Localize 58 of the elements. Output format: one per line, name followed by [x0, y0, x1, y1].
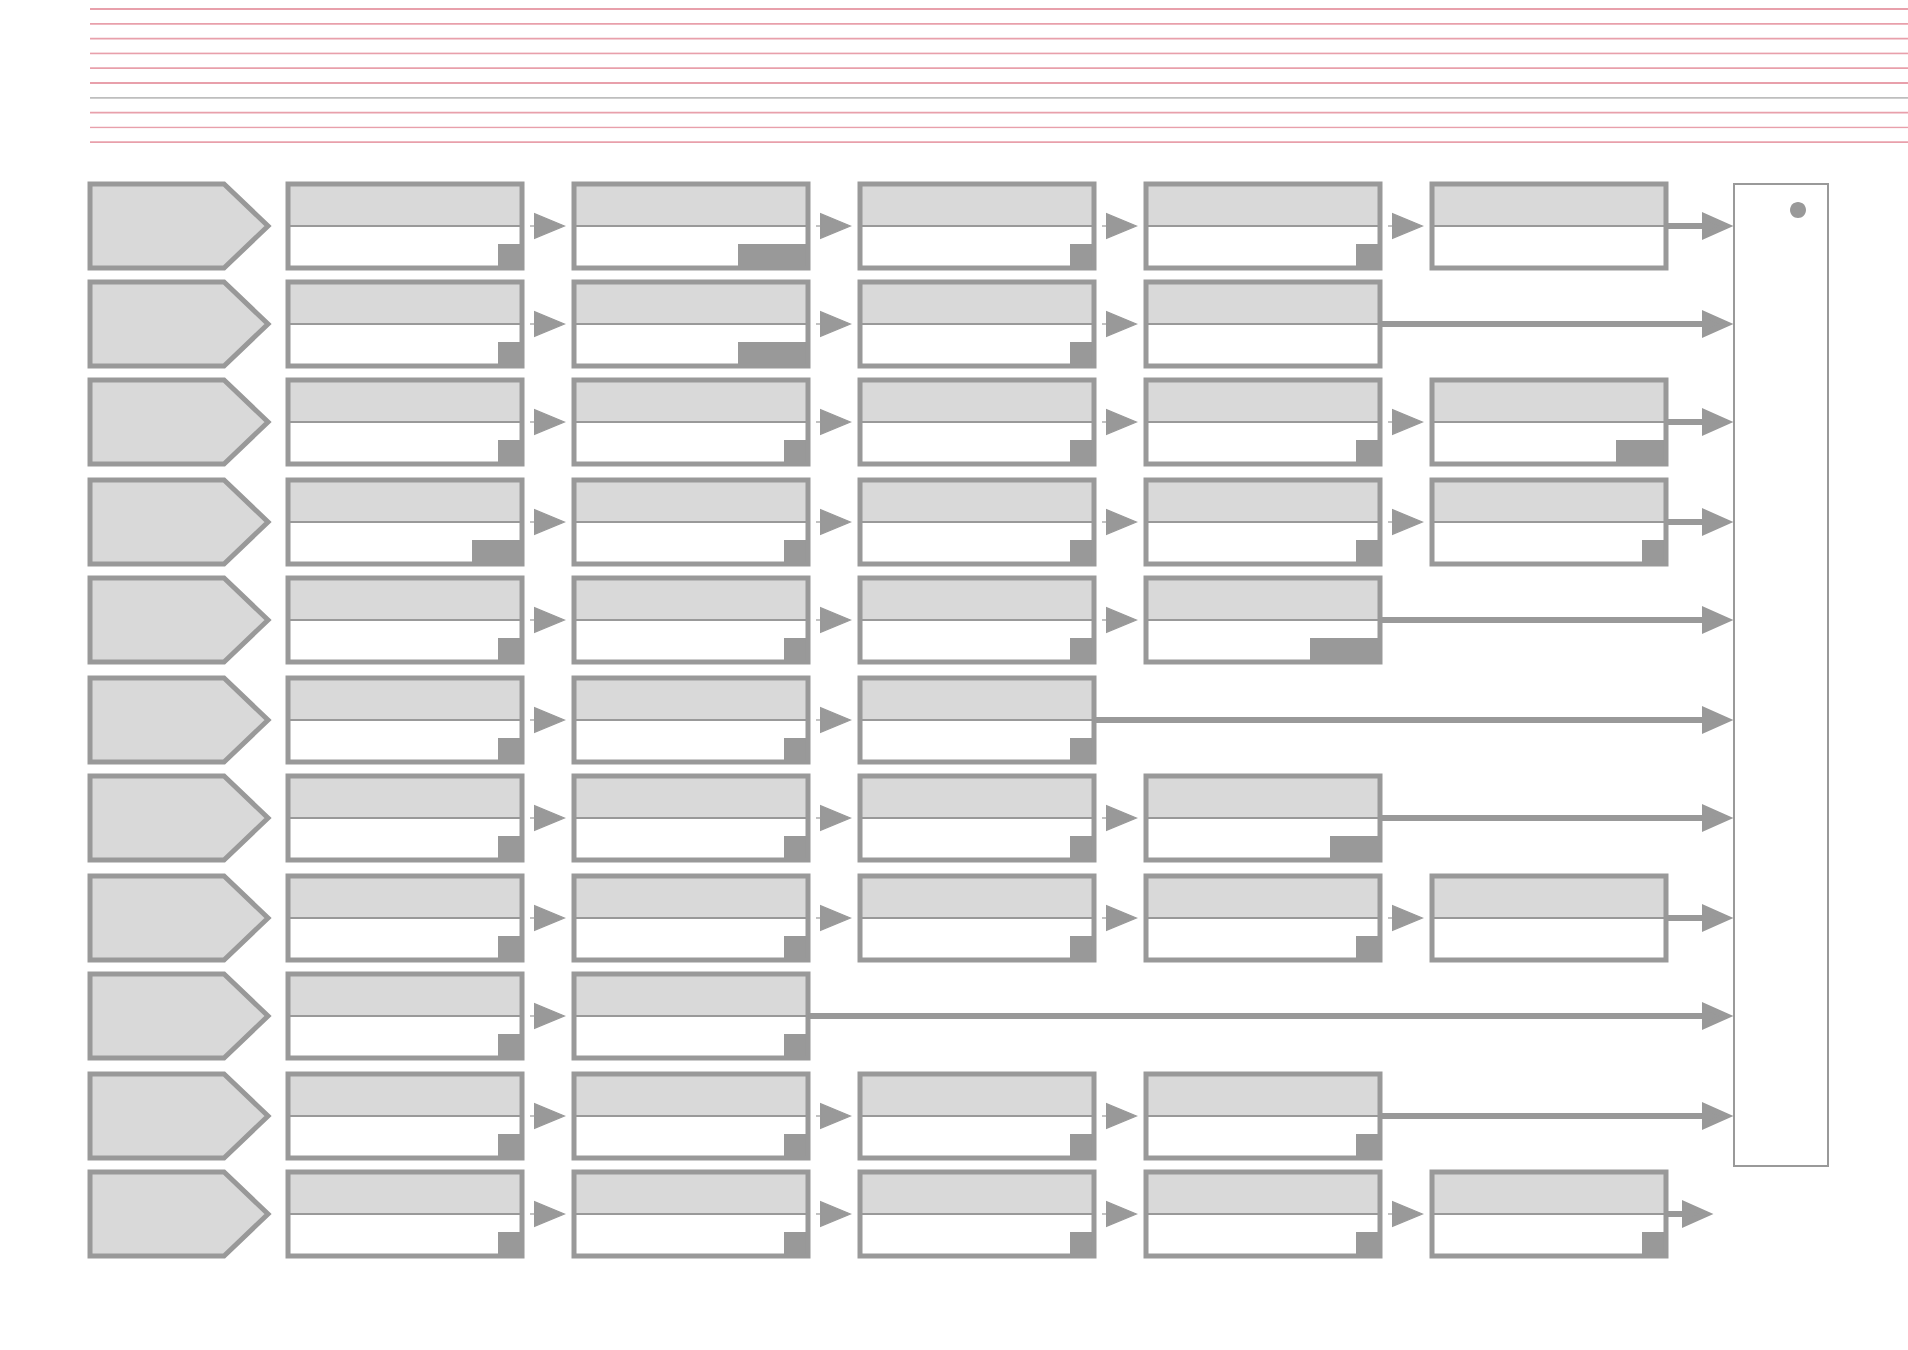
pentagon-tab — [87, 1169, 272, 1259]
process-box — [1143, 773, 1383, 863]
process-box — [571, 477, 811, 567]
process-box — [857, 377, 1097, 467]
process-box — [1143, 279, 1383, 369]
process-box — [571, 1169, 811, 1259]
process-box — [571, 181, 811, 271]
process-box — [857, 181, 1097, 271]
process-box — [571, 575, 811, 665]
process-box — [1429, 873, 1669, 963]
pentagon-tab — [87, 773, 272, 863]
process-box — [1143, 1071, 1383, 1161]
process-box — [857, 675, 1097, 765]
pentagon-tab — [87, 377, 272, 467]
pentagon-tab — [87, 675, 272, 765]
process-box — [1429, 477, 1669, 567]
process-box — [857, 477, 1097, 567]
process-box — [285, 971, 525, 1061]
pentagon-tab — [87, 971, 272, 1061]
process-box — [571, 971, 811, 1061]
process-box — [1143, 873, 1383, 963]
process-box — [285, 279, 525, 369]
pentagon-tab — [87, 575, 272, 665]
process-box — [1143, 181, 1383, 271]
process-box — [285, 575, 525, 665]
process-box — [285, 675, 525, 765]
process-box — [1143, 1169, 1383, 1259]
process-box — [857, 1169, 1097, 1259]
process-box — [571, 675, 811, 765]
process-box — [857, 773, 1097, 863]
process-box — [571, 279, 811, 369]
process-box — [285, 377, 525, 467]
pentagon-tab — [87, 181, 272, 271]
process-box — [285, 477, 525, 567]
process-box — [857, 575, 1097, 665]
process-box — [857, 873, 1097, 963]
process-box — [1429, 1169, 1669, 1259]
process-box — [1143, 575, 1383, 665]
process-box — [1143, 377, 1383, 467]
pentagon-tab — [87, 1071, 272, 1161]
process-box — [285, 873, 525, 963]
pentagon-tab — [87, 279, 272, 369]
pentagon-tab — [87, 477, 272, 567]
process-box — [571, 377, 811, 467]
process-box — [285, 1169, 525, 1259]
process-box — [571, 873, 811, 963]
process-box — [1429, 181, 1669, 271]
pentagon-tab — [87, 873, 272, 963]
process-box — [857, 279, 1097, 369]
process-box — [1429, 377, 1669, 467]
process-box — [1143, 477, 1383, 567]
process-box — [285, 773, 525, 863]
process-box — [285, 1071, 525, 1161]
side-panel — [1733, 183, 1829, 1167]
process-box — [857, 1071, 1097, 1161]
process-box — [571, 1071, 811, 1161]
process-box — [571, 773, 811, 863]
process-box — [285, 181, 525, 271]
